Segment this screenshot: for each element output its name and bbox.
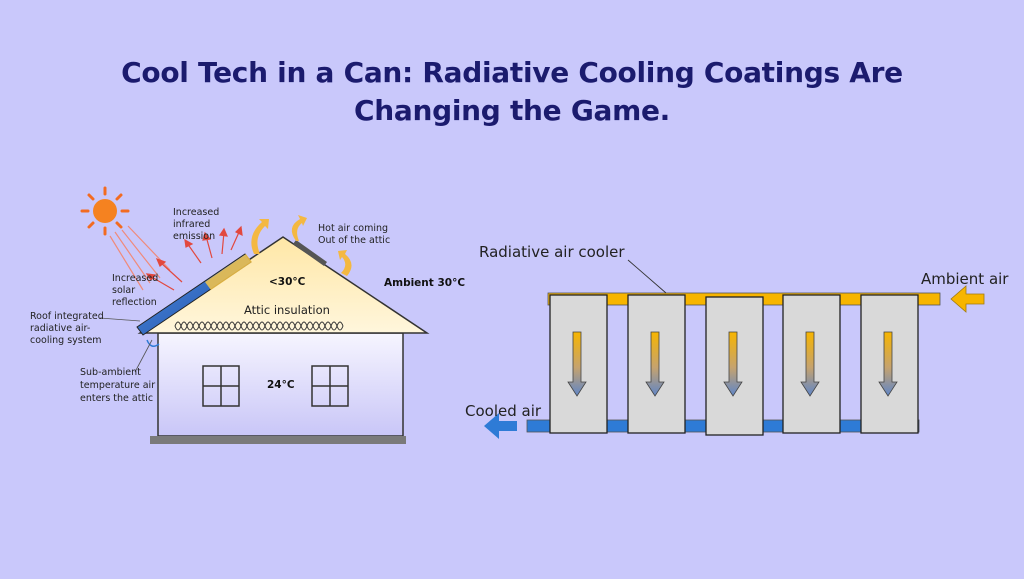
label-increased-infrared: Increased infrared emission xyxy=(173,207,222,242)
ambient-air-arrow-icon xyxy=(950,285,985,313)
flow-arrows xyxy=(567,331,898,397)
leader-roof-system xyxy=(99,317,141,322)
label-room-temp: 24°C xyxy=(267,379,295,391)
down-arrow-icon xyxy=(567,331,587,397)
label-increased-solar: Increased solar reflection xyxy=(112,273,161,308)
sun-icon xyxy=(80,186,130,236)
title-line-2: Changing the Game. xyxy=(353,94,670,127)
down-arrow-icon xyxy=(645,331,665,397)
window-left xyxy=(202,365,240,407)
down-arrow-icon xyxy=(800,331,820,397)
down-arrow-icon xyxy=(878,331,898,397)
leader-radiative-cooler xyxy=(627,259,667,294)
label-ambient-temp: Ambient 30°C xyxy=(384,277,465,289)
page-title: Cool Tech in a Can: Radiative Cooling Co… xyxy=(0,54,1024,130)
cooler-panels xyxy=(549,294,919,436)
label-attic-temp: <30°C xyxy=(269,276,306,288)
roof-warm-strip xyxy=(205,254,252,290)
roof-right-panel xyxy=(293,240,327,266)
house-diagram: Increased infrared emission Hot air comi… xyxy=(30,186,465,444)
label-hot-air: Hot air coming Out of the attic xyxy=(318,223,391,246)
leader-sub-ambient xyxy=(134,339,153,373)
cooled-air-arrow-icon xyxy=(484,413,517,439)
window-right xyxy=(311,365,349,407)
infrared-arrows xyxy=(145,225,243,291)
hot-air-arrow-icon xyxy=(251,215,352,276)
ground xyxy=(150,436,406,444)
label-attic-insulation: Attic insulation xyxy=(244,303,330,317)
cooler-panel xyxy=(627,294,686,434)
intake-arrow xyxy=(146,339,160,347)
title-line-1: Cool Tech in a Can: Radiative Cooling Co… xyxy=(121,56,903,89)
house-walls xyxy=(157,332,404,437)
label-roof-system: Roof integrated radiative air- cooling s… xyxy=(30,311,107,346)
down-arrow-icon xyxy=(723,331,743,397)
label-radiative-air-cooler: Radiative air cooler xyxy=(479,243,625,261)
label-sub-ambient: Sub-ambient temperature air enters the a… xyxy=(80,367,158,404)
label-ambient-air: Ambient air xyxy=(921,270,1009,288)
label-cooled-air: Cooled air xyxy=(465,402,542,420)
cooler-diagram: Radiative air cooler Ambient air Cooled … xyxy=(465,243,1009,439)
attic-insulation-coils xyxy=(174,321,344,331)
